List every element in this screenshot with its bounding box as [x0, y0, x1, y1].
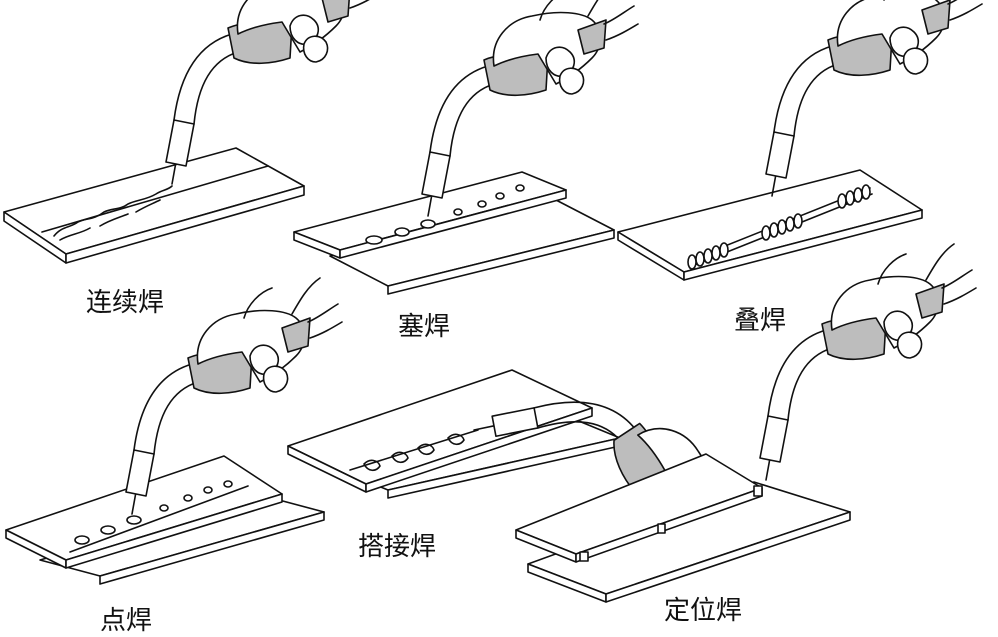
label-tack-weld: 定位焊: [664, 596, 743, 626]
panel-continuous-weld: [3, 0, 383, 264]
weld-bead-left: [687, 242, 729, 270]
label-plug-weld: 塞焊: [398, 312, 451, 342]
panel-spot-weld: [5, 277, 343, 585]
panel-plug-weld: [293, 0, 639, 295]
panel-lap-weld: [287, 335, 773, 626]
panel-tack-weld: [515, 243, 977, 603]
label-spot-weld: 点焊: [100, 606, 153, 636]
label-continuous-weld: 连续焊: [86, 288, 165, 318]
weld-bead-right: [837, 184, 871, 209]
panel-stitch-weld: [617, 0, 983, 281]
torch-icon: [165, 0, 383, 185]
label-stitch-weld: 叠焊: [734, 306, 787, 336]
weld-bead-middle: [761, 213, 803, 241]
torch-icon: [765, 0, 983, 197]
torch-icon: [759, 243, 977, 481]
label-lap-weld: 搭接焊: [358, 532, 437, 562]
